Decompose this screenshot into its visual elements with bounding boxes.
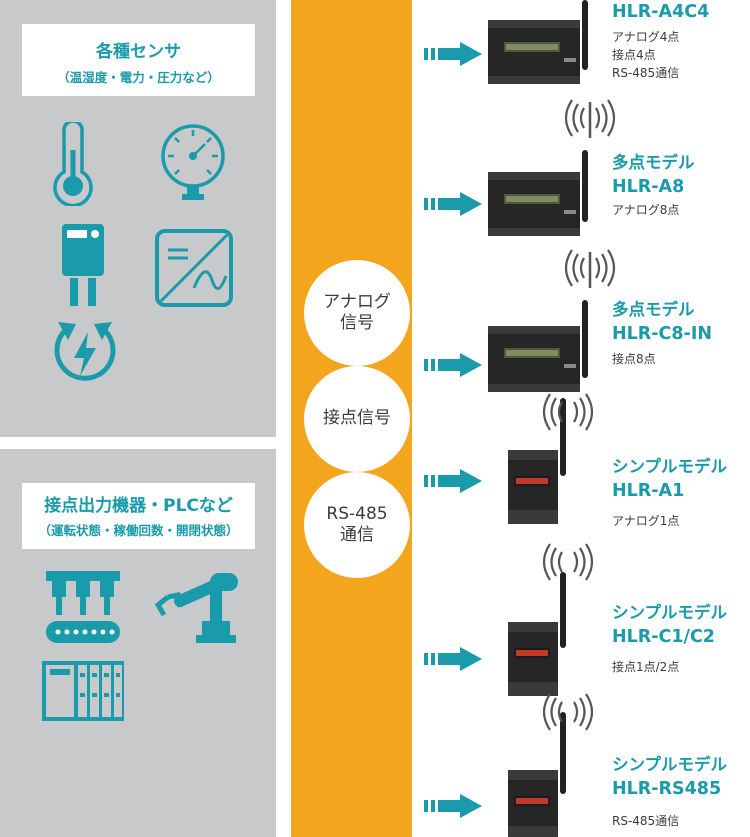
pressure-gauge-icon [161, 124, 225, 200]
device-hlr-rs485-image [508, 712, 566, 837]
contact-signal-line-1: 接点信号 [323, 408, 391, 429]
wireless-wave-icon [542, 693, 594, 731]
device-hlr-c8-in-spec-1: 接点8点 [612, 352, 656, 366]
device-hlr-c8-in-title: 多点モデル [612, 300, 695, 319]
device-hlr-a1-image [508, 398, 566, 524]
arrow-icon [424, 192, 482, 216]
power-cycle-icon [54, 322, 116, 381]
device-hlr-a1-spec-1: アナログ1点 [612, 514, 680, 528]
wireless-wave-icon [542, 393, 594, 431]
signal-converter-icon [155, 229, 233, 307]
device-hlr-c1c2-title: シンプルモデル [612, 603, 728, 622]
device-hlr-a4c4-model: HLR-A4C4 [612, 2, 710, 22]
device-hlr-c8-in-image [488, 300, 588, 392]
device-hlr-c1c2-model: HLR-C1/C2 [612, 627, 715, 647]
arrow-icon [424, 794, 482, 818]
plc-label: 接点出力機器・PLCなど （運転状態・稼働回数・開閉状態） [22, 483, 255, 549]
sensors-label: 各種センサ （温湿度・電力・圧力など） [22, 24, 255, 96]
thermometer-icon [53, 122, 93, 206]
device-hlr-a8-spec-1: アナログ8点 [612, 203, 680, 217]
device-hlr-rs485-title: シンプルモデル [612, 755, 728, 774]
sensors-subtitle: （温湿度・電力・圧力など） [57, 70, 220, 85]
arrow-icon [424, 647, 482, 671]
device-hlr-a1-title: シンプルモデル [612, 457, 728, 476]
analog-signal-line-1: アナログ [323, 291, 391, 312]
rs485-signal-line-1: RS-485 [326, 503, 388, 524]
plc-panel: 接点出力機器・PLCなど （運転状態・稼働回数・開閉状態） [0, 449, 276, 837]
device-hlr-a8-model: HLR-A8 [612, 177, 685, 197]
device-hlr-a4c4-spec-1: アナログ4点 [612, 30, 680, 44]
rs485-signal-circle: RS-485 通信 [304, 472, 410, 578]
power-meter-icon [62, 224, 104, 306]
arrow-icon [424, 353, 482, 377]
contact-signal-circle: 接点信号 [304, 366, 410, 472]
device-hlr-a4c4-image [488, 0, 588, 84]
device-hlr-a1-model: HLR-A1 [612, 481, 685, 501]
device-hlr-c1c2-spec-1: 接点1点/2点 [612, 660, 680, 674]
analog-signal-line-2: 信号 [340, 313, 374, 333]
production-line-icon [46, 571, 120, 643]
arrow-icon [424, 469, 482, 493]
plc-subtitle: （運転状態・稼働回数・開閉状態） [38, 523, 239, 538]
sensors-panel: 各種センサ （温湿度・電力・圧力など） [0, 0, 276, 437]
device-hlr-rs485-model: HLR-RS485 [612, 779, 722, 799]
device-hlr-rs485-spec-1: RS-485通信 [612, 814, 680, 828]
rs485-signal-line-2: 通信 [340, 525, 374, 545]
device-hlr-a8-title: 多点モデル [612, 153, 695, 172]
analog-signal-circle: アナログ 信号 [304, 260, 410, 366]
wireless-wave-icon [564, 249, 616, 288]
device-hlr-a4c4-spec-2: 接点4点 [612, 48, 656, 62]
sensors-title: 各種センサ [96, 42, 181, 62]
device-hlr-c1c2-image [508, 572, 566, 696]
robot-arm-icon [154, 573, 238, 643]
device-hlr-a4c4-spec-3: RS-485通信 [612, 66, 680, 80]
device-hlr-c8-in-model: HLR-C8-IN [612, 324, 712, 344]
wireless-wave-icon [542, 543, 594, 581]
device-hlr-a8-image [488, 150, 588, 236]
plc-title: 接点出力機器・PLCなど [44, 496, 233, 516]
plc-icon [42, 661, 124, 721]
wireless-wave-icon [564, 99, 616, 138]
arrow-icon [424, 42, 482, 66]
